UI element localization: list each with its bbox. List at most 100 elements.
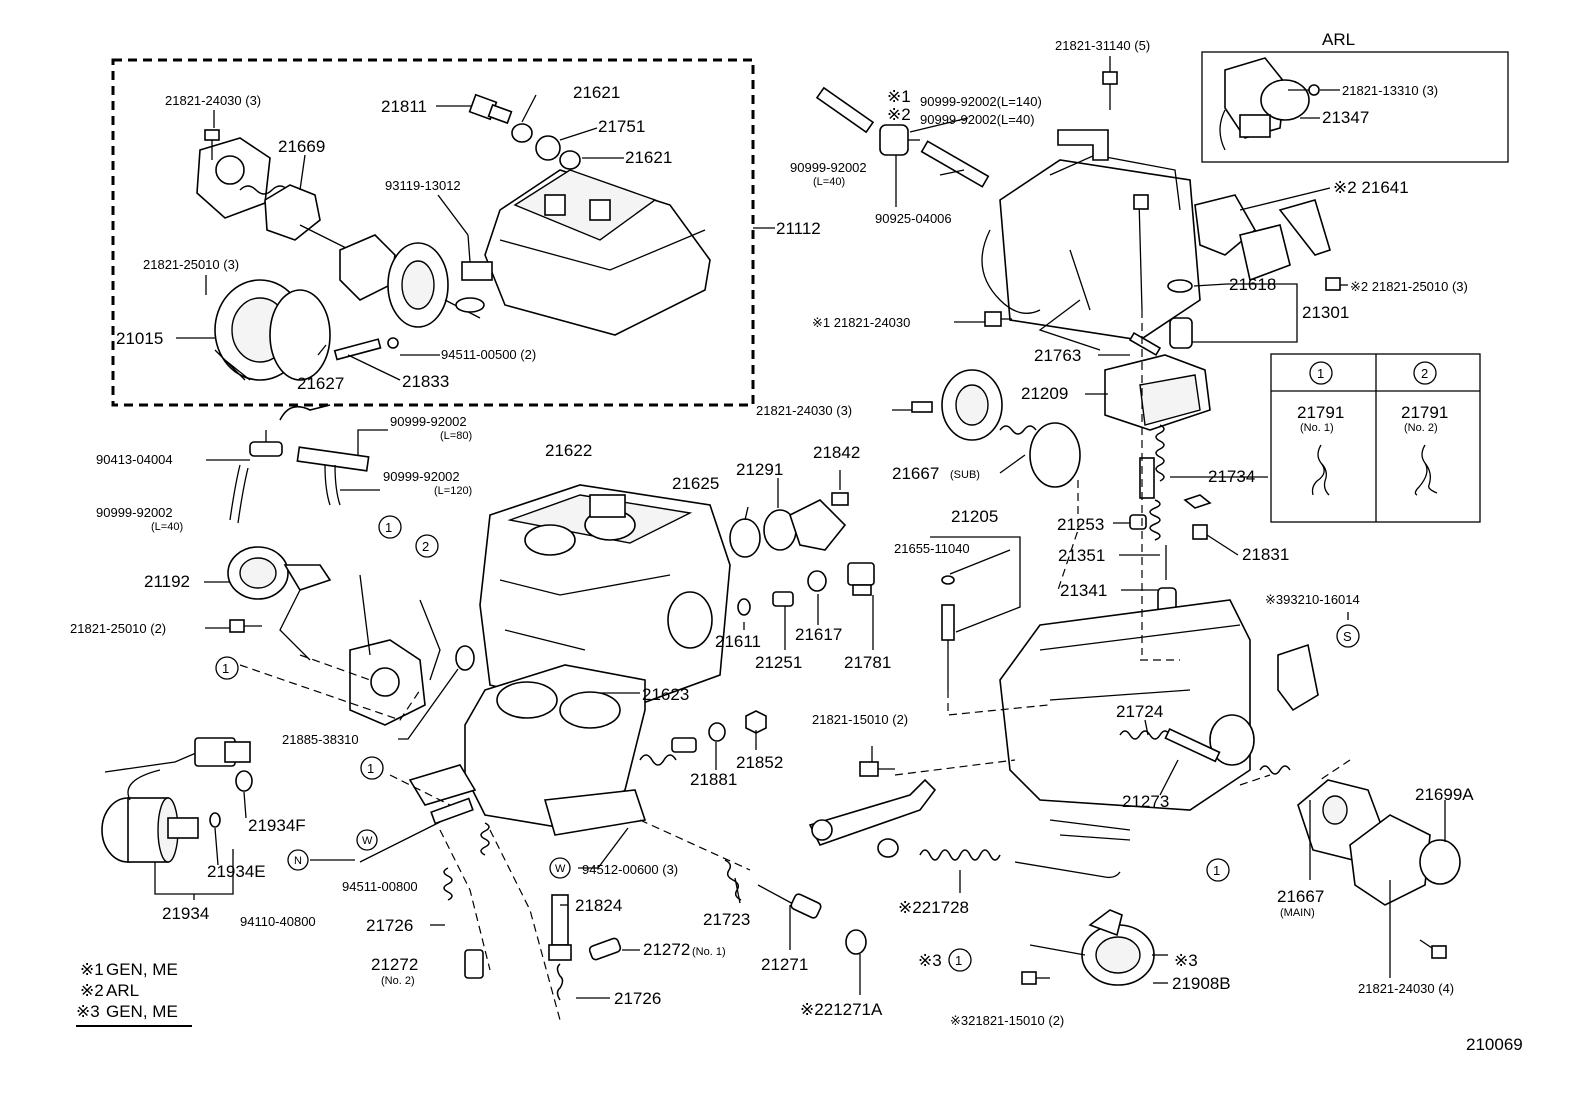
diaphragm-21667-sub	[941, 369, 1081, 488]
label-21821-13310: 21821-13310 (3)	[1342, 83, 1438, 98]
choke-plate-assembly	[339, 234, 485, 328]
arl-box	[1201, 51, 1509, 163]
label-93119-13012: 93119-13012	[385, 178, 461, 193]
tee-90413-04004	[249, 430, 283, 457]
label-94512-00600: 94512-00600 (3)	[582, 862, 678, 877]
label-21625: 21625	[672, 474, 719, 493]
spring-21726a	[443, 867, 453, 901]
label-94511-00800: 94511-00800	[342, 879, 418, 894]
label-90999-l120-sub: (L=120)	[434, 485, 472, 497]
circle-label-1c: 1	[367, 761, 374, 776]
label-21209: 21209	[1021, 384, 1068, 403]
circle-label-2a: 2	[422, 539, 429, 554]
throttle-lever	[808, 778, 937, 846]
cover-21291	[789, 499, 847, 551]
vacuum-break-21192	[227, 546, 332, 661]
bolt-21821-25010-2	[229, 619, 262, 633]
label-21934e: 21934E	[207, 862, 266, 881]
label-mark3a: ※3	[918, 951, 942, 970]
circle-label-n: N	[294, 855, 302, 867]
bolt-21821-31140	[1102, 71, 1118, 110]
bolt-21833	[333, 337, 399, 361]
air-horn-body	[484, 169, 711, 336]
label-93210-16014: ※393210-16014	[1265, 592, 1360, 607]
label-21667-main: 21667	[1277, 887, 1324, 906]
bolt-m1-21821-24030	[984, 311, 1012, 327]
label-21667-sub-tag: (SUB)	[950, 469, 980, 481]
table-col1-sub: (No. 1)	[1300, 422, 1334, 434]
main-body-21622	[479, 484, 731, 716]
screw-93119	[461, 234, 493, 281]
label-21272-no2: 21272	[371, 955, 418, 974]
circle-label-w1: W	[362, 835, 373, 847]
screw-21824	[548, 894, 572, 961]
ring-21934e	[209, 812, 221, 828]
label-arl: ARL	[1322, 30, 1355, 49]
label-21112: 21112	[776, 219, 821, 238]
idle-adjust-screw	[430, 797, 490, 856]
bolt-21821-24030	[204, 129, 220, 160]
plate-21641	[1239, 224, 1291, 282]
table-col1-header: 1	[1317, 366, 1324, 381]
notes-legend: ※1 GEN, ME ※2 ARL ※3 GEN, ME	[76, 960, 192, 1027]
bolt-m3-21821-15010	[1021, 971, 1050, 985]
plug-21781	[847, 562, 875, 596]
spring-21723	[724, 859, 742, 901]
assembly-21112-box	[111, 58, 755, 407]
label-21881: 21881	[690, 770, 737, 789]
needle-21205	[941, 604, 955, 690]
label-21301: 21301	[1302, 303, 1349, 322]
hose-90999-l120	[324, 464, 341, 506]
label-21821-24030-3b: 21821-24030 (3)	[756, 403, 852, 418]
label-21271: 21271	[761, 955, 808, 974]
label-21821-25010-3b: ※2 21821-25010 (3)	[1350, 279, 1468, 294]
bolt-21821-24030-mid	[911, 401, 933, 413]
label-21669: 21669	[278, 137, 325, 156]
rod-21763	[1128, 331, 1162, 357]
screw-21273	[1164, 727, 1221, 763]
table-col2-sub: (No. 2)	[1404, 422, 1438, 434]
label-21655-11040: 21655-11040	[894, 541, 970, 556]
label-21205: 21205	[951, 507, 998, 526]
label-21821-25010-2: 21821-25010 (2)	[70, 621, 166, 636]
circle-label-1a: 1	[385, 520, 392, 535]
label-21833: 21833	[402, 372, 449, 391]
screw-21831	[1192, 524, 1208, 540]
figure-id: 210069	[1466, 1035, 1523, 1054]
label-21726b: 21726	[614, 989, 661, 1008]
label-mark2: ※2	[887, 105, 911, 124]
label-21291: 21291	[736, 460, 783, 479]
jet-21251	[772, 591, 794, 607]
solenoid-21347	[1219, 57, 1310, 151]
label-90999-l140: 90999-92002(L=140)	[920, 94, 1042, 109]
label-21821-24030-m1: ※1 21821-24030	[812, 315, 910, 330]
label-21272-no1-sub: (No. 1)	[692, 946, 726, 958]
small-gasket-21253	[1183, 494, 1212, 509]
label-mark1: ※1	[887, 87, 911, 106]
circle-label-w2: W	[555, 863, 566, 875]
label-90999-l40b: 90999-92002(L=40)	[920, 112, 1035, 127]
screw-21272-no2	[464, 949, 484, 979]
bracket-21641	[1278, 199, 1331, 256]
ring-21934f	[235, 770, 253, 792]
label-21347: 21347	[1322, 108, 1369, 127]
label-21821-15010-2b: ※321821-15010 (2)	[950, 1013, 1064, 1028]
label-21763: 21763	[1034, 346, 1081, 365]
label-21617: 21617	[795, 625, 842, 644]
gasket-21625	[729, 518, 761, 558]
solenoid-21934	[101, 737, 251, 863]
screw-21821-15010-2	[859, 761, 895, 777]
label-21667-sub: 21667	[892, 464, 939, 483]
label-21272-no2-sub: (No. 2)	[381, 975, 415, 987]
label-21821-25010-3a: 21821-25010 (3)	[143, 257, 239, 272]
label-21934: 21934	[162, 904, 209, 923]
label-21734: 21734	[1208, 467, 1255, 486]
filter-21751	[535, 135, 561, 161]
label-mark3b: ※3	[1174, 951, 1198, 970]
nut-21852	[745, 710, 767, 734]
ring-21611	[737, 598, 751, 616]
table-col1-part: 21791	[1297, 403, 1344, 422]
label-21015: 21015	[116, 329, 163, 348]
gasket-21621b	[559, 150, 581, 170]
